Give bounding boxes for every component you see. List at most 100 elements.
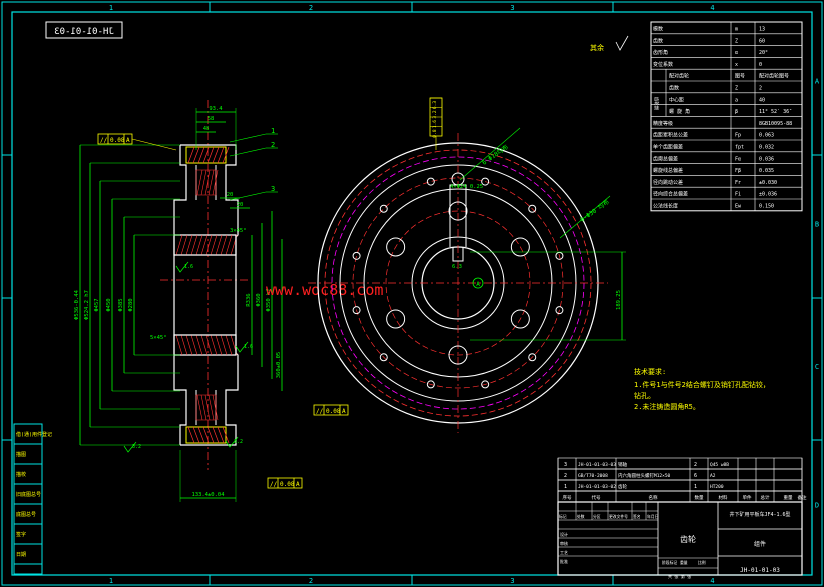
gear-param-value: 11° 52′ 36″ [759, 109, 792, 115]
drawing-code-mirrored: JH-01-01-03 [54, 27, 114, 37]
dim-text-top: 20 [227, 192, 234, 198]
bom-header-cell: 数量 [695, 494, 704, 501]
hole-note-right: 6-Φ30 均布 [579, 198, 611, 224]
hatch-line [207, 146, 215, 164]
gear-param-name: 精度等级 [653, 120, 673, 127]
bom-material: HT200 [710, 484, 724, 490]
bom-header-cell: 序号 [563, 494, 572, 501]
hatch-line [175, 334, 183, 356]
hatch-line [210, 234, 218, 256]
bom-no: 3 [564, 462, 567, 468]
gear-param-symbol: Fp [735, 133, 741, 139]
dim-text-left: Φ280 [128, 298, 134, 311]
hatch-line [212, 169, 219, 196]
hatch-line [205, 334, 213, 356]
gear-group-label: 齿轮副 [653, 97, 660, 111]
title-block [557, 501, 803, 576]
dim-text-top: 20 [237, 202, 244, 208]
dim-text-right: 360±0.05 [276, 352, 282, 379]
key-label: 6.3 [452, 264, 462, 270]
tolerance-symbol: // [316, 408, 324, 415]
gear-param-symbol: Fr [735, 180, 741, 186]
gear-param-value: 40 [759, 97, 765, 103]
hatch-line [217, 146, 225, 164]
dim-text-top: 93.4 [209, 106, 223, 112]
hatch-line [202, 426, 210, 444]
hatch-line [192, 426, 200, 444]
balloon-leader [229, 133, 267, 143]
left-strip-label: 借(通)用件登记 [16, 431, 52, 438]
tolerance-leader [131, 138, 177, 151]
hatch-line [190, 334, 198, 356]
gear-param-name: 齿距累积总公差 [653, 132, 688, 139]
hatch-line [202, 146, 210, 164]
gear-param-name: 配对齿轮 [669, 73, 689, 80]
balloon-number: 3 [271, 185, 275, 193]
hatch-line [210, 334, 218, 356]
gear-param-symbol: 图号 [735, 74, 745, 80]
stack-value: 0.8 [432, 129, 438, 137]
gear-param-value: ±0.030 [759, 180, 777, 186]
roughness-note: 其余 [590, 43, 604, 52]
gear-param-value: 0.035 [759, 168, 774, 174]
zone-label-right: A [815, 78, 820, 86]
bom-code: GB/T70-2008 [578, 473, 608, 479]
tech-req-line: 1.件号1与件号2结合螺钉及销钉孔配钻铰， [634, 380, 770, 389]
datum-circle [472, 277, 484, 289]
hatch-line [217, 426, 225, 444]
sign-role: 设计 [560, 531, 568, 537]
hatch-line [187, 426, 195, 444]
gear-param-symbol: β [735, 109, 738, 115]
gear-tooth-hatch-box [185, 426, 227, 444]
title-part-name: 齿轮 [680, 534, 696, 544]
bom-name: 齿轮 [618, 483, 627, 490]
gear-param-symbol: Fi [735, 192, 741, 198]
gear-param-name: 齿廓总偏差 [653, 155, 678, 162]
bottom-dim-text: 133.4±0.04 [191, 492, 225, 498]
gear-param-symbol: Z [735, 38, 738, 44]
gear-rim-outline-left [173, 145, 187, 235]
zone-label-bottom: 3 [510, 577, 514, 585]
bolt-hole [379, 353, 388, 362]
gear-param-value: 0 [759, 62, 762, 68]
bom-code: JH-01-01-03-02 [578, 484, 616, 490]
dim-text-left: Φ536-0.44 [74, 289, 80, 319]
gear-param-name: 径向跳动公差 [653, 179, 683, 186]
bolt-hole [481, 380, 490, 389]
bom-header-cell: 单件 [743, 494, 752, 501]
tolerance-datum: A [342, 408, 346, 415]
roughness-symbol [123, 441, 137, 453]
gear-param-symbol: a [735, 97, 738, 103]
stack-value: 1.6 [432, 120, 438, 128]
bolt-hole [481, 177, 490, 186]
datum-label: A [476, 281, 480, 288]
title-company: 井下矿用平板车JF4-1.6型 [729, 511, 790, 518]
hatch-line [195, 234, 203, 256]
gear-rim-outline [180, 352, 239, 446]
watermark: www.woc88.com [266, 281, 383, 299]
hatch-line [215, 334, 223, 356]
dim-text-top: 48 [203, 126, 210, 132]
lightening-hole [510, 309, 530, 329]
zone-label-right: C [815, 363, 819, 371]
gear-param-name: 模数 [653, 26, 663, 33]
gear-param-value: 20° [759, 50, 768, 56]
zone-label-top: 4 [710, 4, 714, 12]
bolt-hole [555, 251, 564, 260]
sign-header: 标记 [559, 514, 567, 519]
roughness-symbol [235, 341, 249, 353]
hatch-line [180, 234, 188, 256]
hatch-line [200, 234, 208, 256]
gear-param-value: 0.063 [759, 133, 774, 139]
gear-param-name: 中心距 [669, 96, 684, 103]
hatch-line [212, 426, 220, 444]
balloon-number: 1 [271, 127, 275, 135]
hatch-line [197, 146, 205, 164]
bom-name: 销轴 [618, 461, 627, 468]
tolerance-symbol: // [270, 481, 278, 488]
bolt-hole [352, 306, 361, 315]
roughness-value: 3.2 [234, 439, 243, 445]
gear-param-symbol: x [735, 62, 738, 68]
title-drawing-no: JH-01-01-03 [740, 567, 780, 574]
bom-code: JH-01-01-03-03 [578, 462, 616, 468]
